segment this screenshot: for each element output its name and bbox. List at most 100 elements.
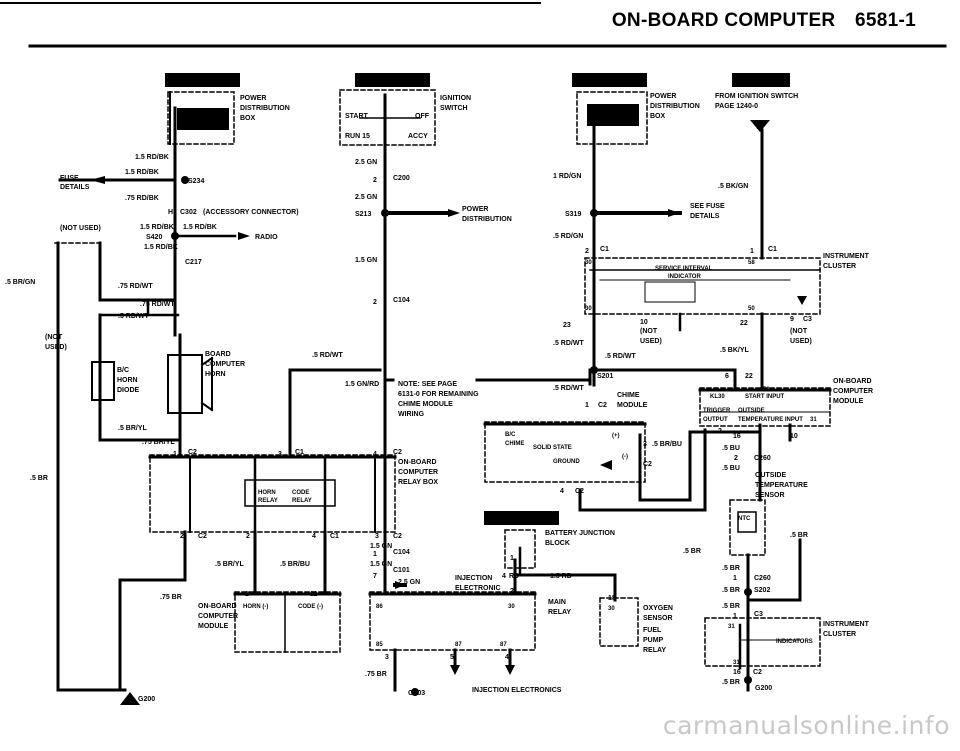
pdb-right-3: BOX <box>650 113 666 120</box>
wire-label: .5 BK/YL <box>720 347 750 354</box>
chime-2: MODULE <box>617 402 648 409</box>
oxygen-2: SENSOR <box>643 615 673 622</box>
ots-1: OUTSIDE <box>755 472 786 479</box>
connector-c2d: C2 <box>753 669 762 676</box>
pin-50: 50 <box>748 306 755 312</box>
pin-number: 3 <box>375 533 379 540</box>
note-1: NOTE: SEE PAGE <box>398 381 457 388</box>
relay-30: 30 <box>508 604 515 610</box>
wire-label: 2.5 GN <box>355 194 377 201</box>
plus-label: (+) <box>612 433 620 439</box>
wire-label: .5 BR <box>722 603 740 610</box>
note-3: CHIME MODULE <box>398 401 453 408</box>
hot-bar-2: HOT AT ALL TIMES <box>360 78 424 85</box>
sii-1: SERVICE INTERVAL <box>655 266 713 272</box>
connector-c2: C2 <box>188 449 197 456</box>
wire-label: .5 BK/GN <box>718 183 748 190</box>
chime-1: CHIME <box>617 392 640 399</box>
pin-number: 6 <box>725 373 729 380</box>
module-2: COMPUTER <box>198 613 238 620</box>
not-used-r2: USED) <box>640 338 662 345</box>
wire-label: .75 RD/WT <box>140 301 175 308</box>
pin-number: 22 <box>745 373 753 380</box>
pin-30c: 30 <box>608 606 615 612</box>
indicators: INDICATORS <box>776 639 813 645</box>
wire-label: 2.5 GN <box>355 159 377 166</box>
horn-label-1: BOARD <box>205 351 231 358</box>
connector-c101: C101 <box>393 567 410 574</box>
wire-label: .75 BR <box>365 671 387 678</box>
start-input: START INPUT <box>745 394 785 400</box>
splice-s201: S201 <box>597 373 613 380</box>
splice-s234: S234 <box>188 178 204 185</box>
ignition-1: IGNITION <box>440 95 471 102</box>
pin-number: 1 <box>245 591 249 598</box>
diode-label-3: DIODE <box>117 387 140 394</box>
pin-number: 18 <box>608 595 616 602</box>
connector-c200: C200 <box>393 175 410 182</box>
v-marker: V <box>755 122 761 131</box>
solid-state: SOLID STATE <box>533 445 572 451</box>
wire-label: .5 RD/WT <box>118 313 149 320</box>
ground-label: GROUND <box>553 459 580 465</box>
connector-c2: C2 <box>393 533 402 540</box>
not-used-left: (NOT USED) <box>60 225 101 232</box>
watermark: carmanualsonline.info <box>662 711 950 740</box>
not-used-2b: USED) <box>45 344 67 351</box>
obcm-3: MODULE <box>833 398 864 405</box>
obcm-2: COMPUTER <box>833 388 873 395</box>
fuse-21-amp: 7.5 AMP <box>597 119 620 125</box>
wire-label: 1.5 RD/BK <box>140 224 174 231</box>
connector-c2: C2 <box>198 533 207 540</box>
see-fuse-1: SEE FUSE <box>690 203 725 210</box>
pin-number: 4 <box>312 533 316 540</box>
wire-label: .5 BU <box>722 445 740 452</box>
pdb-left-3: BOX <box>240 115 256 122</box>
oti-1: OUTSIDE <box>738 408 765 414</box>
cluster2-1: INSTRUMENT <box>823 621 870 628</box>
relay-box-2: COMPUTER <box>398 469 438 476</box>
horn-relay-1: HORN <box>258 490 276 496</box>
diode-label-1: B/C <box>117 367 129 374</box>
connector-c2: C2 <box>393 449 402 456</box>
relay-85: 85 <box>376 642 383 648</box>
wire-label: .5 RD/GN <box>553 233 583 240</box>
pin-number: 1 <box>173 451 177 458</box>
pin-50b: 50 <box>763 387 770 393</box>
wire-label: 1.5 RD/BK <box>135 154 169 161</box>
pin-number: 1 <box>750 248 754 255</box>
pin-58: 58 <box>748 260 755 266</box>
page-number: 6581-1 <box>855 10 916 31</box>
code-relay-1: CODE <box>292 490 309 496</box>
note-2: 6131-0 FOR REMAINING <box>398 391 479 398</box>
obcm-1: ON-BOARD <box>833 378 872 385</box>
output: OUTPUT <box>703 417 728 423</box>
page-title: ON-BOARD COMPUTER <box>611 10 836 31</box>
relay-87b: 87 <box>500 642 507 648</box>
pin-number: 3 <box>278 451 282 458</box>
pin-number: 11 <box>310 591 318 598</box>
inj-2: ELECTRONIC <box>455 585 501 592</box>
cluster2-2: CLUSTER <box>823 631 856 638</box>
wire-label: 1 RD/GN <box>553 173 581 180</box>
pin-number: 16 <box>733 433 741 440</box>
wire-label: .75 BR <box>160 594 182 601</box>
page-header: ON-BOARD COMPUTER 6581-1 <box>598 10 916 32</box>
pdb-left-2: DISTRIBUTION <box>240 105 290 112</box>
ots-3: SENSOR <box>755 492 785 499</box>
wire-label: .75 RD/BK <box>125 195 159 202</box>
bc-chime-1: B/C <box>505 432 516 438</box>
wire-label: .5 BR/YL <box>118 425 148 432</box>
pd-1: POWER <box>462 206 488 213</box>
connector-c217: C217 <box>185 259 202 266</box>
pin-number: 2 <box>734 455 738 462</box>
connector-c260: C260 <box>754 455 771 462</box>
pin-number: 2 <box>585 248 589 255</box>
relay-87a: 87 <box>455 642 462 648</box>
not-used-r4: USED) <box>790 338 812 345</box>
connector-c1: C1 <box>295 449 304 456</box>
code-relay-2: RELAY <box>292 498 312 504</box>
pin-number: 1 <box>733 613 737 620</box>
